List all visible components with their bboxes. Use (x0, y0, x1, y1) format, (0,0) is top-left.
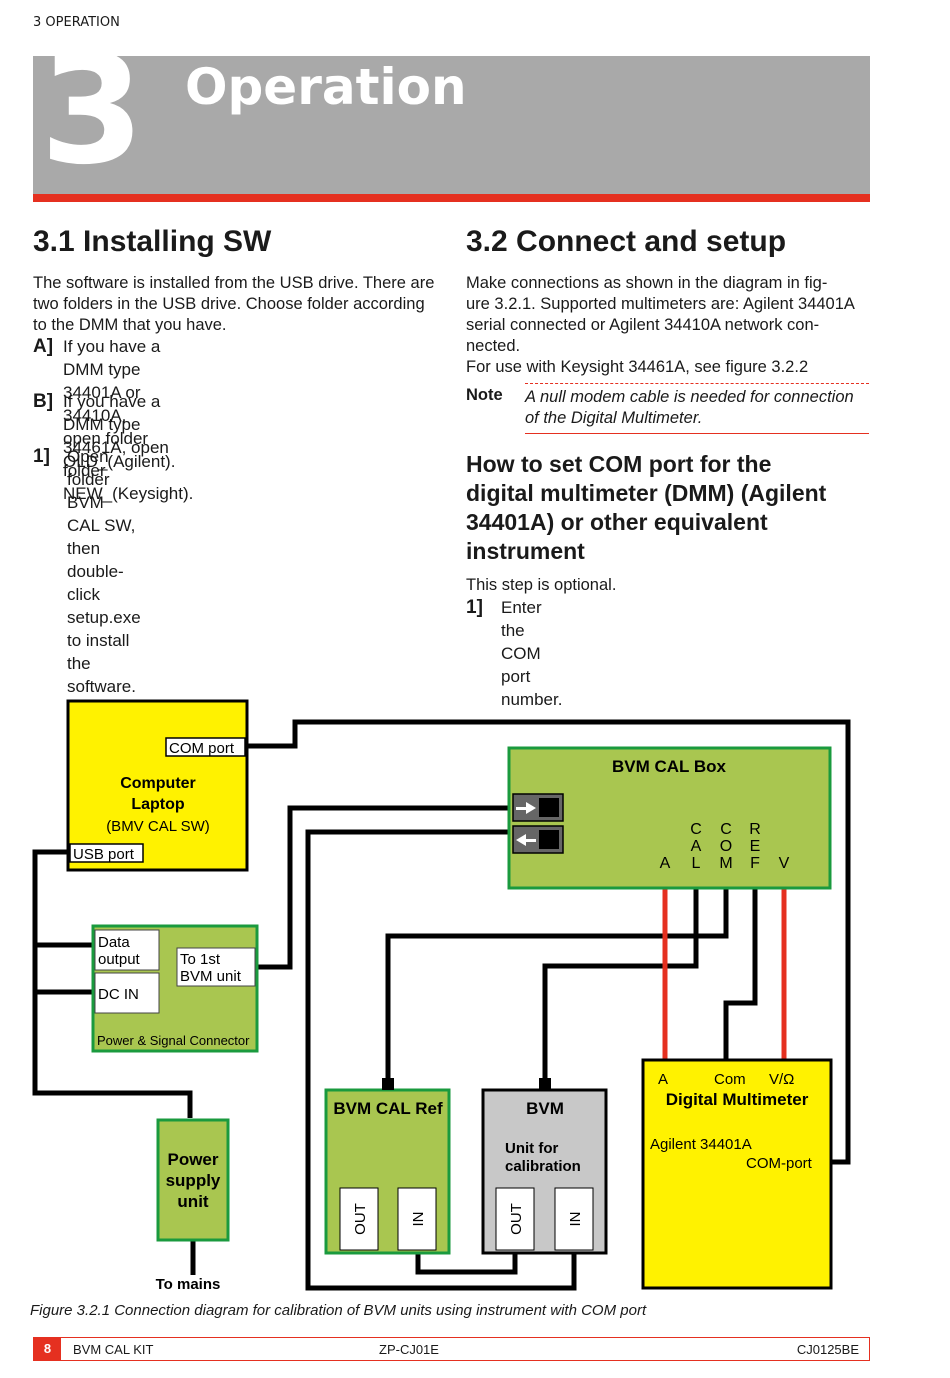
chapter-banner (33, 56, 870, 194)
footer-product: BVM CAL KIT (73, 1342, 154, 1357)
optional-note: This step is optional. (466, 576, 617, 594)
cal-ref-title: BVM CAL Ref (333, 1099, 443, 1118)
connector-label: Power & Signal Connector (97, 1033, 250, 1048)
to-mains-label: To mains (156, 1276, 221, 1293)
bvm-sub-1: Unit for (505, 1140, 558, 1157)
port-left-arrow-icon (512, 825, 564, 854)
signal-wires (32, 719, 851, 1291)
com-port (165, 737, 246, 757)
cal-ref-out: OUT (352, 1203, 369, 1235)
bvm-out: OUT (508, 1203, 525, 1235)
connection-diagram: COM port Computer Laptop (BMV CAL SW) US… (32, 699, 851, 1293)
to-bvm-label-1: To 1st (180, 951, 221, 968)
cal-box-title: BVM CAL Box (612, 757, 727, 776)
measurement-wires (662, 888, 787, 1060)
terminal-v: V (779, 855, 790, 872)
figure-caption: Figure 3.2.1 Connection diagram for cali… (30, 1302, 647, 1319)
digital-multimeter: A Com V/Ω Digital Multimeter Agilent 344… (641, 1058, 833, 1290)
dmm-terminal-com: Com (714, 1071, 746, 1088)
chapter-accent-bar (33, 194, 870, 202)
bvm-title: BVM (526, 1099, 564, 1118)
note-box: A null modem cable is needed for connect… (525, 383, 869, 434)
port-right-arrow-icon (512, 793, 564, 822)
dmm-title: Digital Multimeter (666, 1090, 809, 1109)
section-heading-installing: 3.1 Installing SW (33, 225, 272, 258)
chapter-number: 3 (40, 24, 145, 198)
usb-port (69, 843, 144, 863)
usb-port-label: USB port (73, 846, 135, 863)
bvm-cal-ref: BVM CAL Ref OUT IN (324, 1078, 451, 1255)
psu-label-1: Power (167, 1150, 218, 1169)
dmm-com-port: COM-port (746, 1155, 813, 1172)
psu-label-3: unit (177, 1192, 208, 1211)
to-bvm-label-2: BVM unit (180, 968, 242, 985)
running-head: 3 OPERATION (33, 15, 120, 30)
power-supply-unit: Power supply unit To mains (156, 1118, 230, 1293)
footer-doc: CJ0125BE (796, 1342, 859, 1357)
cal-ref-in: IN (410, 1212, 427, 1227)
power-signal-connector: Data output To 1st BVM unit DC IN Power … (91, 924, 259, 1053)
note-label: Note (466, 386, 503, 404)
com-port-subheading: How to set COM port for the digital mult… (466, 451, 827, 564)
section-heading-connect: 3.2 Connect and setup (466, 225, 787, 258)
bvm-sub-2: calibration (505, 1158, 581, 1175)
bvm-in: IN (567, 1212, 584, 1227)
chapter-title: Operation (185, 58, 467, 116)
laptop-box: COM port Computer Laptop (BMV CAL SW) US… (66, 699, 249, 872)
psu-label-2: supply (166, 1171, 221, 1190)
com-port-label: COM port (169, 740, 235, 757)
bvm-unit: BVM Unit for calibration OUT IN (481, 1078, 608, 1255)
installing-intro: The software is installed from the USB d… (33, 274, 435, 334)
page-footer: 8 BVM CAL KIT ZP-CJ01E CJ0125BE (33, 1337, 870, 1361)
data-output-label-1: Data (98, 934, 130, 951)
laptop-title-1: Computer (120, 775, 196, 792)
terminal-a: A (660, 855, 671, 872)
laptop-sw: (BMV CAL SW) (106, 818, 210, 835)
laptop-title-2: Laptop (131, 796, 185, 813)
connect-intro: Make connections as shown in the diagram… (466, 274, 855, 376)
footer-code: ZP-CJ01E (379, 1342, 439, 1357)
dc-in-label: DC IN (98, 986, 139, 1003)
page-number: 8 (34, 1338, 61, 1360)
dmm-terminal-v: V/Ω (769, 1071, 794, 1088)
dmm-model: Agilent 34401A (650, 1136, 752, 1153)
data-output-label-2: output (98, 951, 141, 968)
dmm-terminal-a: A (658, 1071, 668, 1088)
